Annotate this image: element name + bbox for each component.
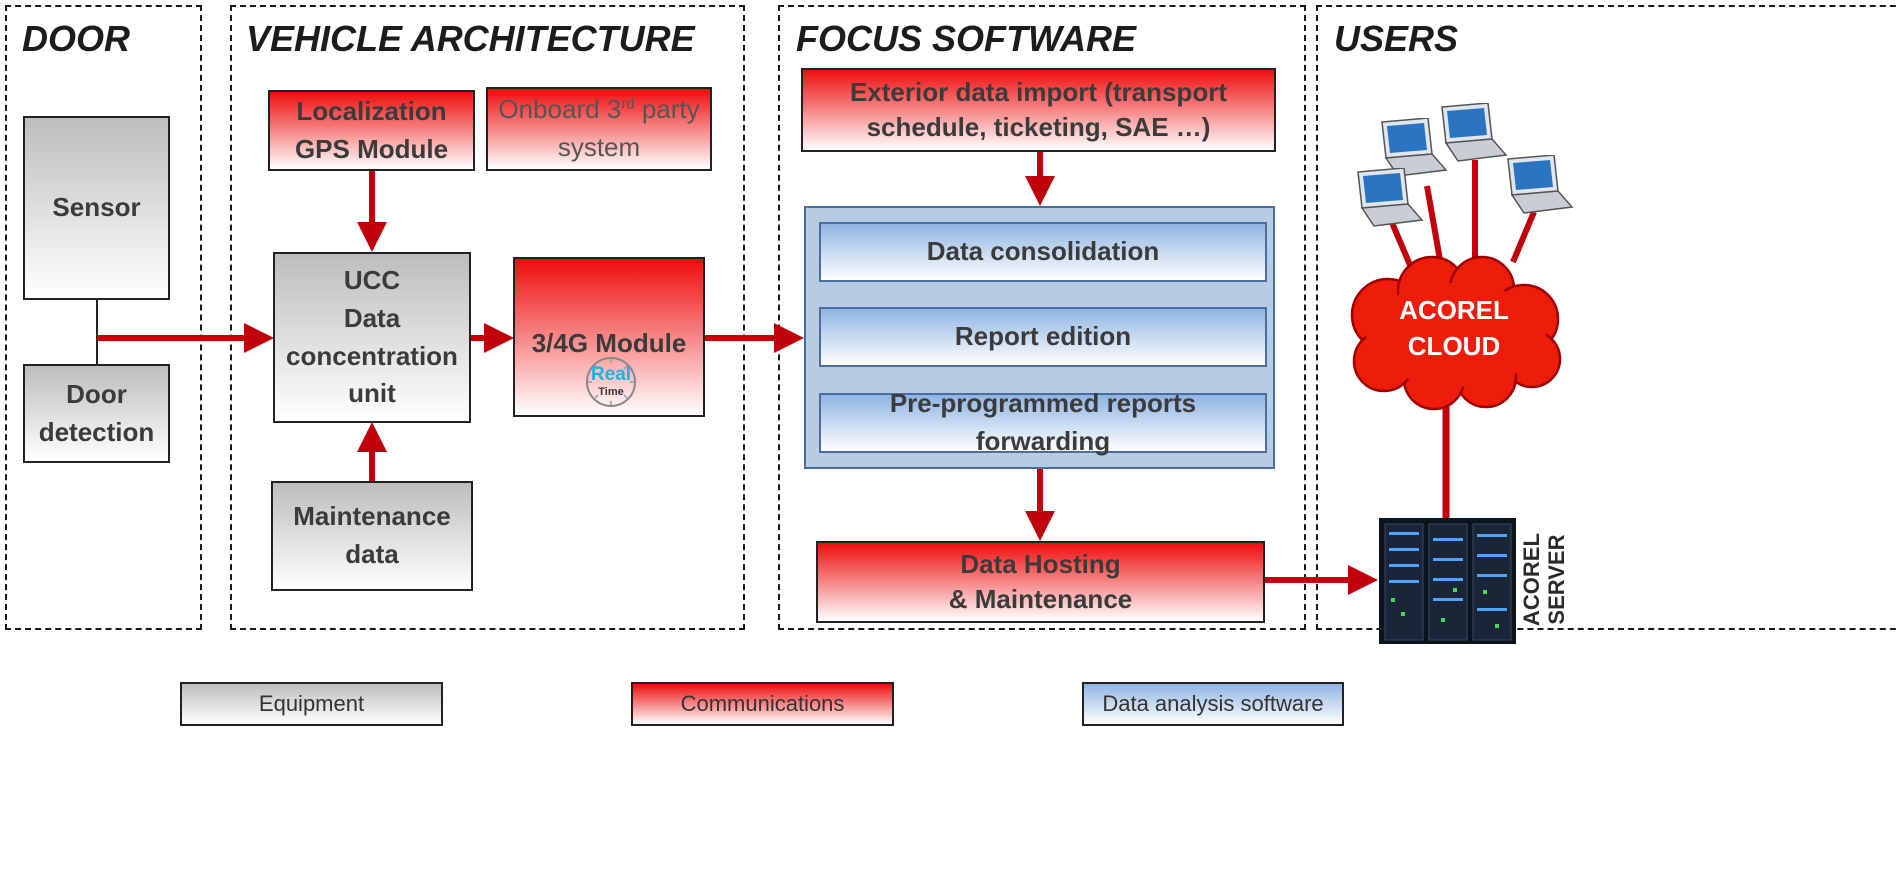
data-hosting-box: Data Hosting & Maintenance [816,541,1265,623]
door-detection-box: Door detection [23,364,170,463]
server-label: ACOREL SERVER [1519,533,1570,626]
maintenance-data-box: Maintenance data [271,481,473,591]
reports-forwarding-box: Pre-programmed reports forwarding [819,388,1267,456]
data-consolidation-box: Data consolidation [819,222,1267,282]
localization-gps-box: Localization GPS Module [268,90,475,171]
report-edition-box: Report edition [819,307,1267,367]
zone-door-title: DOOR [22,18,130,59]
legend-communications: Communications [631,682,894,726]
ucc-box: UCC Data concentration unit [273,252,471,423]
laptop-icon [1507,155,1574,214]
laptop-icon [1441,103,1508,162]
zone-focus-title: FOCUS SOFTWARE [796,18,1136,59]
onboard-label: Onboard 3rd party system [498,94,700,162]
cloud-icon [1350,255,1562,411]
realtime-clock-icon: Real Time [574,356,648,408]
clock-real-text: Real [590,364,632,385]
sensor-box: Sensor [23,116,170,300]
exterior-data-import-box: Exterior data import (transport schedule… [801,68,1276,152]
module-4g-label: 3/4G Module [531,328,687,358]
clock-time-text: Time [598,386,624,398]
legend-data-analysis: Data analysis software [1082,682,1344,726]
zone-door [5,5,202,630]
cloud-label: ACOREL CLOUD [1399,295,1509,362]
zone-focus-software [778,5,1306,630]
zone-users [1316,5,1897,630]
zone-vehicle-architecture [230,5,745,630]
laptop-icon [1357,168,1424,227]
legend-equipment: Equipment [180,682,443,726]
server-rack-icon [1379,518,1516,644]
onboard-third-party-box: Onboard 3rd party system [486,87,712,171]
zone-vehicle-title: VEHICLE ARCHITECTURE [246,18,695,59]
zone-users-title: USERS [1334,18,1459,59]
module-4g-box: 3/4G Module [513,257,705,417]
